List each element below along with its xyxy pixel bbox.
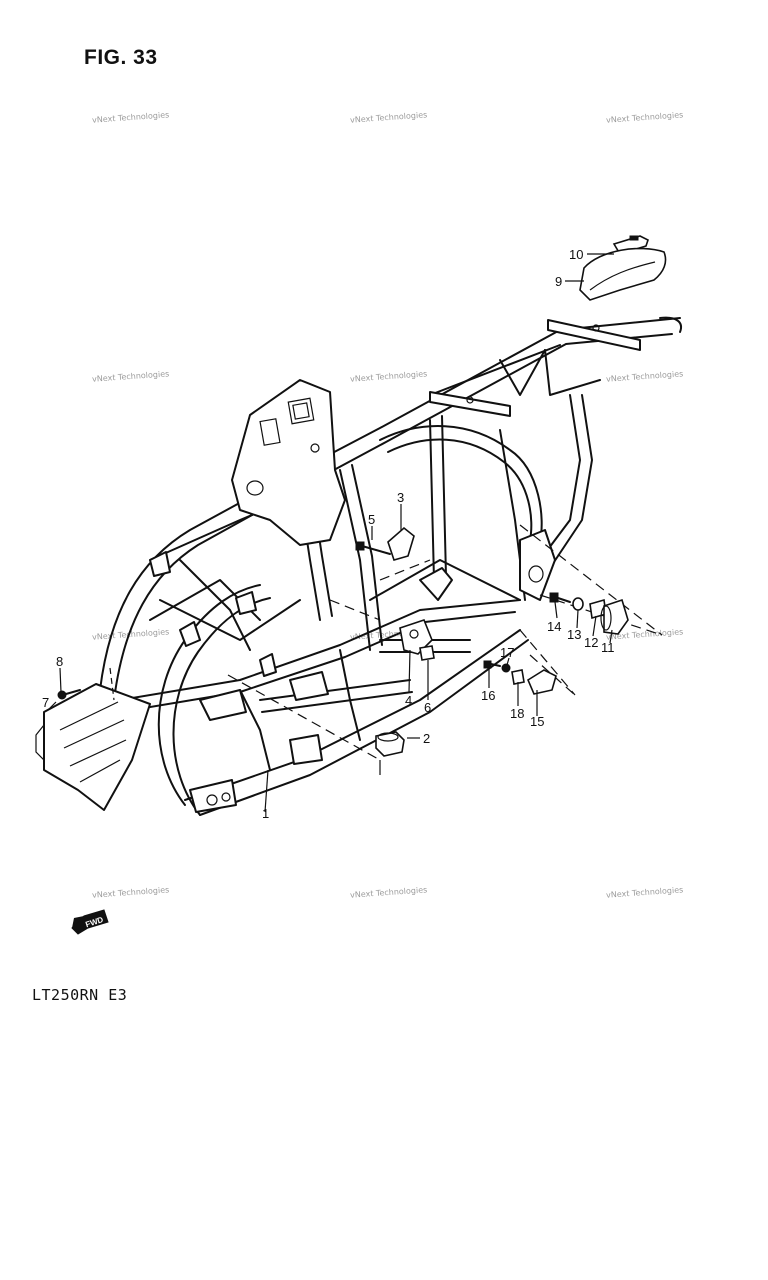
front-skid-plate — [43, 683, 151, 811]
part-6-nut — [419, 645, 435, 661]
leader-lines — [47, 253, 614, 813]
figure-title: FIG. 33 — [84, 46, 158, 69]
callout-12: 12 — [584, 635, 598, 650]
model-code: LT250RN E3 — [32, 986, 128, 1004]
mid-top-bracket — [429, 391, 511, 417]
part-9-rear-cover — [579, 247, 667, 301]
part-5-bolt — [355, 541, 365, 551]
callout-17: 17 — [500, 645, 514, 660]
callout-1: 1 — [262, 806, 269, 821]
part-16-bolt — [483, 660, 492, 669]
callout-18: 18 — [510, 706, 524, 721]
callout-4: 4 — [405, 693, 412, 708]
part-8-bolt — [57, 690, 67, 700]
callout-10: 10 — [569, 247, 583, 262]
callout-9: 9 — [555, 274, 562, 289]
callout-14: 14 — [547, 619, 561, 634]
callout-16: 16 — [481, 688, 495, 703]
callout-5: 5 — [368, 512, 375, 527]
callout-8: 8 — [56, 654, 63, 669]
callout-15: 15 — [530, 714, 544, 729]
callout-6: 6 — [424, 700, 431, 715]
callout-11: 11 — [601, 640, 615, 655]
part-17-nut — [501, 663, 511, 673]
part-2-collar — [375, 731, 405, 757]
part-15-mount — [526, 669, 557, 695]
part-3-clamp — [387, 526, 415, 561]
part-14-bolt — [549, 592, 559, 603]
part-18-collar — [511, 669, 525, 685]
callout-3: 3 — [397, 490, 404, 505]
callout-labels: 1 2 3 4 5 6 7 8 9 10 11 12 13 14 15 16 1… — [42, 247, 615, 821]
forward-arrow-icon: FWD — [71, 909, 109, 935]
callout-7: 7 — [42, 695, 49, 710]
rear-top-bracket — [547, 319, 641, 351]
callout-13: 13 — [567, 627, 581, 642]
callout-2: 2 — [423, 731, 430, 746]
part-13-washer — [572, 597, 584, 611]
